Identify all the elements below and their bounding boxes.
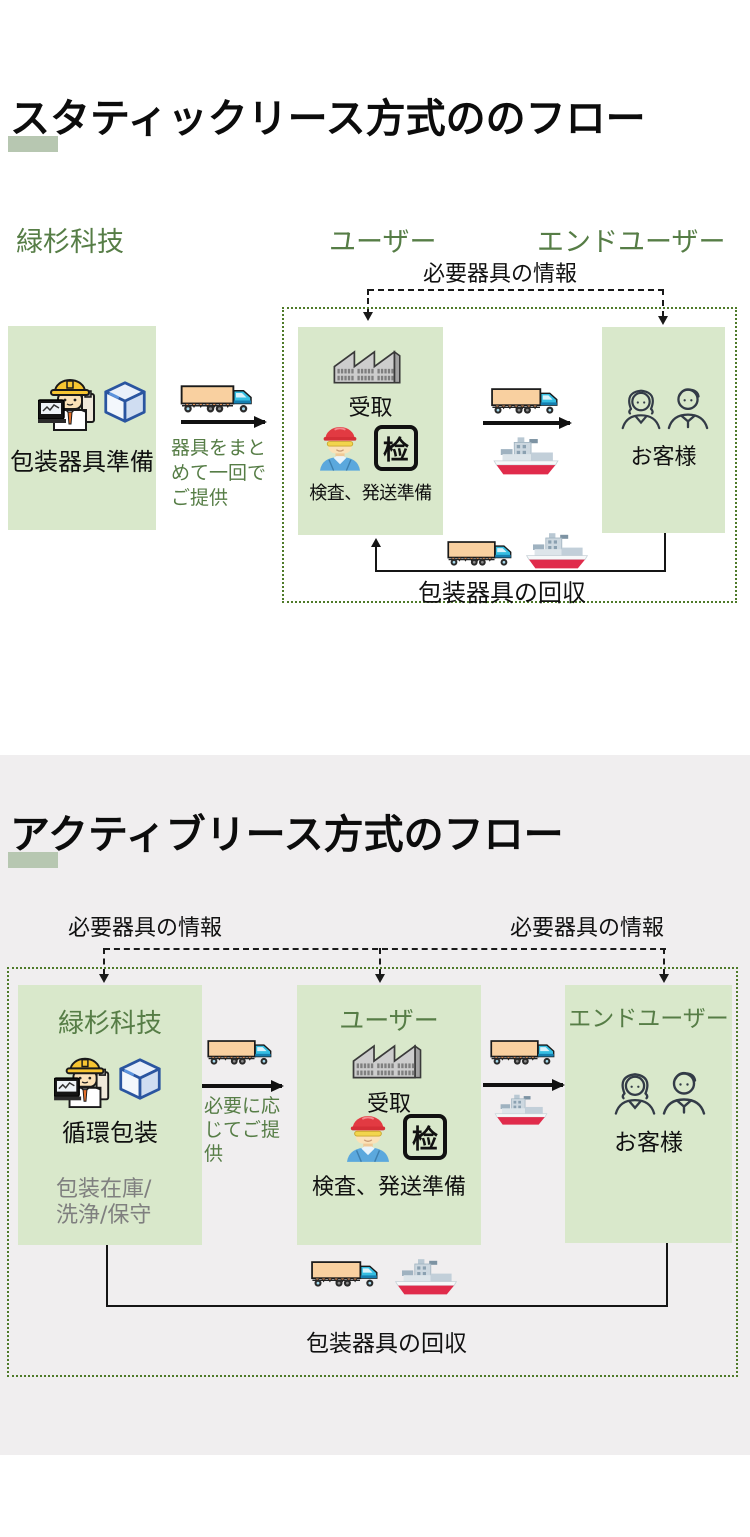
inspector-icon [320, 423, 360, 471]
return-line-left [106, 1245, 108, 1307]
truck-icon [180, 384, 256, 414]
return-line-bottom [106, 1305, 668, 1307]
man-icon [666, 383, 710, 431]
inspector-icon [347, 1112, 389, 1162]
worker-laptop-icon [38, 372, 102, 432]
man-icon [661, 1067, 707, 1116]
factory-icon [322, 345, 416, 385]
provider-box-label: 循環包装 [62, 1119, 158, 1147]
truck-icon [206, 1039, 276, 1066]
inspect-label: 検査、発送準備 [311, 1175, 466, 1200]
column-end-user-heading: エンドユーザー [537, 227, 726, 258]
inspection-stamp-icon: 检 [374, 425, 418, 471]
provider-box: 緑杉科技 循環包装 包装在庫/ 洗浄/保守 [18, 985, 202, 1245]
truck-icon [310, 1260, 382, 1288]
provider-box-heading: 緑杉科技 [57, 1009, 162, 1039]
info-dashed-line [368, 289, 664, 291]
inspection-stamp-icon: 检 [403, 1114, 447, 1160]
arrowhead-up-icon [371, 538, 381, 547]
flow-arrow-right [181, 416, 267, 428]
end-user-box-heading: エンドユーザー [568, 1006, 729, 1032]
flow-arrow-right [483, 417, 572, 429]
diagram2-title: アクティブリース方式のフロー [10, 812, 564, 858]
woman-icon [613, 1069, 657, 1116]
receive-label: 受取 [348, 396, 393, 421]
arrowhead-down-icon [375, 974, 385, 983]
arrowhead-down-icon [363, 312, 373, 321]
return-line-bottom [375, 570, 666, 572]
provide-note-line: じてご提 [204, 1119, 281, 1141]
provide-note: 必要に応 じてご提 供 [204, 1094, 280, 1166]
truck-icon [489, 387, 563, 415]
provide-note-line: めて一回で [171, 462, 267, 484]
flow-arrow-right [483, 1079, 565, 1091]
end-user-box: エンドユーザー お客様 [565, 985, 732, 1243]
cargo-ship-icon [525, 530, 589, 570]
truck-icon [446, 540, 516, 567]
provide-note-line: 必要に応 [204, 1095, 281, 1117]
info-dashed-drop-middle [379, 948, 381, 975]
woman-icon [620, 385, 662, 431]
lease-scope-dotted-box [7, 967, 738, 1377]
arrowhead-down-icon [658, 316, 668, 325]
info-flow-label-right: 必要器具の情報 [510, 916, 665, 941]
arrowhead-down-icon [99, 974, 109, 983]
provider-sub-line: 洗浄/保守 [56, 1203, 152, 1228]
cargo-ship-icon [488, 1092, 554, 1126]
provider-sub-label: 包装在庫/ 洗浄/保守 [56, 1177, 151, 1229]
flow-arrow-right [202, 1080, 284, 1092]
user-box: ユーザー 受取 检 検査、発送準備 [297, 985, 481, 1245]
return-line-left [375, 546, 377, 572]
column-user-heading: ユーザー [329, 227, 437, 258]
provide-note-line: 器具をまと [171, 437, 267, 459]
return-line-right [666, 1243, 668, 1307]
lease-scope-dotted-box [282, 307, 737, 603]
user-box: 受取 检 検査、発送準備 [298, 327, 443, 535]
column-provider-heading: 緑杉科技 [16, 227, 124, 258]
cargo-ship-icon [394, 1254, 458, 1298]
arrowhead-down-icon [659, 974, 669, 983]
return-line-right [664, 533, 666, 572]
info-dashed-drop-left [367, 289, 369, 313]
receive-label: 受取 [366, 1092, 411, 1117]
info-dashed-drop-left [103, 948, 105, 975]
user-box-heading: ユーザー [339, 1006, 439, 1035]
return-label: 包装器具の回収 [418, 579, 586, 607]
cargo-ship-icon [491, 434, 561, 476]
info-flow-label-left: 必要器具の情報 [68, 916, 223, 941]
title2-highlight [8, 852, 58, 868]
package-cube-icon [102, 380, 148, 424]
factory-icon [341, 1039, 437, 1080]
end-user-box: お客様 [602, 327, 725, 533]
truck-icon [489, 1039, 559, 1066]
provide-note-line: 供 [204, 1143, 224, 1165]
provide-note-line: ご提供 [171, 487, 229, 509]
customer-label: お客様 [630, 445, 697, 470]
info-dashed-line [104, 948, 666, 950]
customer-label: お客様 [614, 1130, 683, 1156]
return-label: 包装器具の回収 [306, 1331, 467, 1357]
provider-sub-line: 包装在庫/ [56, 1177, 152, 1202]
title1-highlight [8, 136, 58, 152]
provider-box-label: 包装器具準備 [10, 448, 154, 476]
package-cube-icon [116, 1057, 164, 1101]
inspect-label: 検査、発送準備 [309, 483, 432, 504]
diagram1-title: スタティックリース方式ののフロー [10, 96, 646, 142]
worker-laptop-icon [54, 1051, 116, 1109]
provide-note: 器具をまと めて一回で ご提供 [171, 436, 266, 511]
info-dashed-drop-right [662, 289, 664, 317]
info-dashed-drop-right [663, 948, 665, 975]
provider-box: 包装器具準備 [8, 326, 156, 530]
info-flow-label: 必要器具の情報 [423, 262, 578, 287]
